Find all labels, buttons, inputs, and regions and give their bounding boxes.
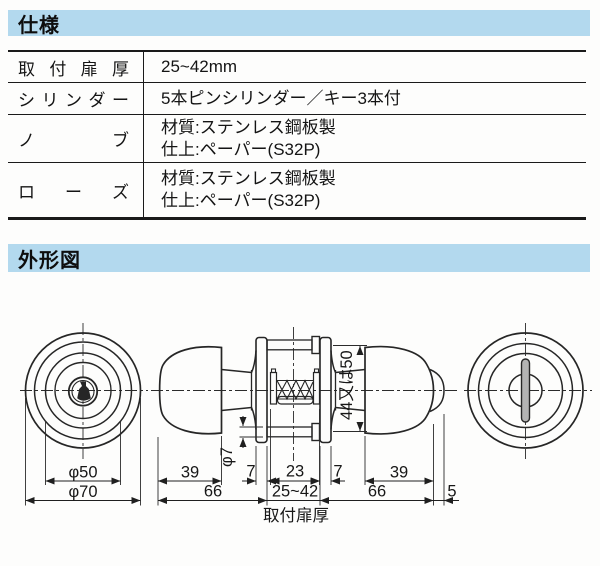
row-value-line: 25~42mm	[161, 57, 238, 76]
keyhole-glyph	[77, 381, 91, 401]
row-label-text: シ リ ン ダ ー	[18, 91, 129, 110]
row-label: シ リ ン ダ ー	[8, 83, 144, 114]
dim-label-latch-width: 23	[286, 463, 304, 481]
row-value: 25~42mm	[144, 52, 586, 82]
dim-label-overall-left: 66	[204, 483, 222, 501]
spec-table: 取 付 扉 厚 25~42mm シ リ ン ダ ー 5本ピンシリンダー／キー3本…	[8, 50, 586, 220]
table-row-rose: ロ ー ズ 材質:ステンレス鋼板製 仕上:ペーパー(S32P)	[8, 162, 586, 217]
spec-section-header: 仕様	[8, 10, 590, 37]
dim-label-cylinder-protrusion: 5	[447, 483, 456, 501]
row-label: ノ ブ	[8, 115, 144, 162]
dim-label-door-range: 25~42	[272, 483, 318, 501]
dim-label-knob-diameter: φ50	[68, 464, 97, 482]
row-label-text: 取 付 扉 厚	[18, 59, 129, 79]
dim-label-rose-diameter: φ70	[68, 483, 97, 501]
dim-label-door-thickness: 取付扉厚	[263, 506, 329, 525]
row-value: 5本ピンシリンダー／キー3本付	[144, 83, 586, 114]
latch-spring-unit	[269, 368, 321, 405]
knob-right-profile	[364, 345, 435, 435]
thumbturn-bar	[520, 358, 531, 423]
table-row-cylinder: シ リ ン ダ ー 5本ピンシリンダー／キー3本付	[8, 82, 586, 114]
row-value-line: 材質:ステンレス鋼板製	[161, 117, 336, 137]
row-label-text: ノ ブ	[18, 131, 129, 150]
row-value: 材質:ステンレス鋼板製 仕上:ペーパー(S32P)	[144, 163, 586, 217]
dim-label-rose-thickness-right: 7	[333, 463, 342, 481]
rose-plate-left	[255, 336, 268, 444]
cylinder-face-bump	[429, 368, 445, 413]
outline-section-header: 外形図	[8, 244, 590, 272]
row-label: 取 付 扉 厚	[8, 52, 144, 82]
rose-plate-right	[319, 336, 332, 444]
row-value-line: 5本ピンシリンダー／キー3本付	[161, 88, 401, 108]
outline-section-title: 外形図	[18, 249, 81, 272]
dim-label-screw-diameter: φ7	[218, 447, 236, 467]
spec-section-title: 仕様	[18, 14, 60, 37]
dim-label-hub-height: 44又は50	[338, 350, 356, 420]
table-row-door-thickness: 取 付 扉 厚 25~42mm	[8, 52, 586, 82]
dim-label-knob-depth-right: 39	[390, 464, 408, 482]
table-row-knob: ノ ブ 材質:ステンレス鋼板製 仕上:ペーパー(S32P)	[8, 114, 586, 162]
knob-left-profile	[158, 345, 223, 435]
row-value-line: 仕上:ペーパー(S32P)	[161, 139, 321, 159]
rear-view-interior	[464, 323, 592, 459]
row-value-line: 材質:ステンレス鋼板製	[161, 169, 336, 188]
side-view-assembly: 39 7 23 7 39 66 25~42 66 5 取付扉厚 φ7 44又は5…	[151, 327, 460, 525]
mounting-screw-top	[266, 335, 321, 355]
outline-drawing: φ50 φ70	[20, 323, 592, 525]
row-label-text: ロ ー ズ	[18, 182, 129, 202]
row-value: 材質:ステンレス鋼板製 仕上:ペーパー(S32P)	[144, 115, 586, 162]
dim-label-overall-right: 66	[368, 483, 386, 501]
dim-label-rose-thickness-left: 7	[246, 463, 255, 481]
dim-label-knob-depth-left: 39	[181, 464, 199, 482]
row-label: ロ ー ズ	[8, 163, 144, 217]
front-view-exterior: φ50 φ70	[20, 323, 148, 506]
row-value-line: 仕上:ペーパー(S32P)	[161, 191, 321, 210]
